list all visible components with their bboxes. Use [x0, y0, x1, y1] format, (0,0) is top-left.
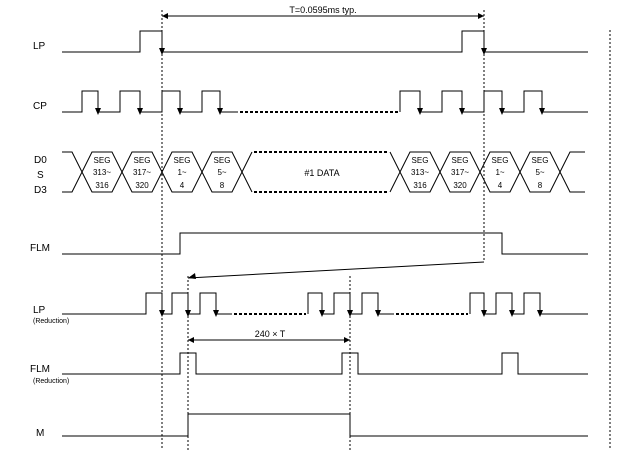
segment-1: SEG 317~ 320	[133, 156, 151, 190]
label-lp-reduction-sub: (Reduction)	[33, 318, 69, 325]
segment-4-top: SEG	[412, 156, 429, 165]
segment-3-top: SEG	[214, 156, 231, 165]
segment-4: SEG 313~ 316	[411, 156, 429, 190]
lp-reduction-wave	[62, 292, 232, 315]
data-block-label: #1 DATA	[304, 168, 339, 178]
segment-3-bot: 8	[220, 181, 225, 190]
segment-6: SEG 1~ 4	[492, 156, 509, 190]
flm-reduction-wave	[62, 352, 588, 375]
flm-slant-arrow	[188, 273, 196, 279]
period-arrow-right	[478, 13, 484, 19]
cp-arrow-2	[137, 108, 143, 115]
segment-2-top: SEG	[174, 156, 191, 165]
label-flm-reduction-sub: (Reduction)	[33, 378, 69, 385]
segment-4-mid: 313~	[411, 168, 429, 177]
lp-wave	[62, 30, 588, 53]
label-d3: D3	[34, 185, 47, 196]
segment-6-top: SEG	[492, 156, 509, 165]
cp-wave	[62, 90, 238, 113]
data-block-left-edges	[241, 151, 401, 193]
flm-slant-line	[187, 261, 485, 279]
segment-1-top: SEG	[134, 156, 151, 165]
count-arrow-left	[188, 337, 194, 343]
count-arrow-right	[344, 337, 350, 343]
lp-arrow-1	[159, 48, 165, 55]
segment-7-top: SEG	[532, 156, 549, 165]
segment-2-bot: 4	[180, 181, 185, 190]
segment-5: SEG 317~ 320	[451, 156, 469, 190]
cp-arrow-8	[539, 108, 545, 115]
lp-arrow-2	[481, 48, 487, 55]
lp-reduction-arrow-7	[481, 310, 487, 317]
label-m: M	[36, 428, 44, 439]
label-d-range: S	[37, 170, 44, 181]
cp-wave-right	[399, 90, 588, 113]
lp-reduction-arrow-2	[185, 310, 191, 317]
lp-reduction-arrow-8	[509, 310, 515, 317]
label-flm-reduction: FLM	[30, 364, 50, 375]
segment-7-mid: 5~	[535, 168, 544, 177]
segment-6-bot: 4	[498, 181, 503, 190]
segment-1-bot: 320	[135, 181, 149, 190]
segment-7: SEG 5~ 8	[532, 156, 549, 190]
lp-reduction-arrow-4	[319, 310, 325, 317]
label-lp-reduction: LP	[33, 305, 46, 316]
segment-1-mid: 317~	[133, 168, 151, 177]
lp-reduction-wave-right	[469, 292, 588, 315]
m-wave	[62, 413, 588, 437]
lp-reduction-wave-mid	[307, 292, 394, 315]
cp-arrow-5	[417, 108, 423, 115]
segment-5-bot: 320	[453, 181, 467, 190]
segment-3-mid: 5~	[217, 168, 226, 177]
flm-wave	[62, 232, 588, 255]
count-label: 240 × T	[255, 329, 286, 339]
cp-arrow-1	[95, 108, 101, 115]
segment-0-bot: 316	[95, 181, 109, 190]
segment-7-bot: 8	[538, 181, 543, 190]
lp-reduction-arrow-9	[537, 310, 543, 317]
segment-0: SEG 313~ 316	[93, 156, 111, 190]
segment-0-top: SEG	[94, 156, 111, 165]
segment-5-top: SEG	[452, 156, 469, 165]
segment-2-mid: 1~	[177, 168, 186, 177]
lp-reduction-arrow-1	[159, 310, 165, 317]
lp-reduction-arrow-5	[347, 310, 353, 317]
cp-arrow-4	[217, 108, 223, 115]
segment-5-mid: 317~	[451, 168, 469, 177]
lp-reduction-arrow-3	[213, 310, 219, 317]
label-flm: FLM	[30, 243, 50, 254]
segment-2: SEG 1~ 4	[174, 156, 191, 190]
cp-arrow-6	[459, 108, 465, 115]
period-arrow-left	[162, 13, 168, 19]
segment-6-mid: 1~	[495, 168, 504, 177]
label-d0: D0	[34, 155, 47, 166]
label-lp: LP	[33, 41, 46, 52]
period-label: T=0.0595ms typ.	[289, 5, 356, 15]
cp-arrow-3	[177, 108, 183, 115]
segment-3: SEG 5~ 8	[214, 156, 231, 190]
segment-4-bot: 316	[413, 181, 427, 190]
lp-reduction-arrow-6	[375, 310, 381, 317]
label-cp: CP	[33, 101, 47, 112]
cp-arrow-7	[499, 108, 505, 115]
segment-0-mid: 313~	[93, 168, 111, 177]
